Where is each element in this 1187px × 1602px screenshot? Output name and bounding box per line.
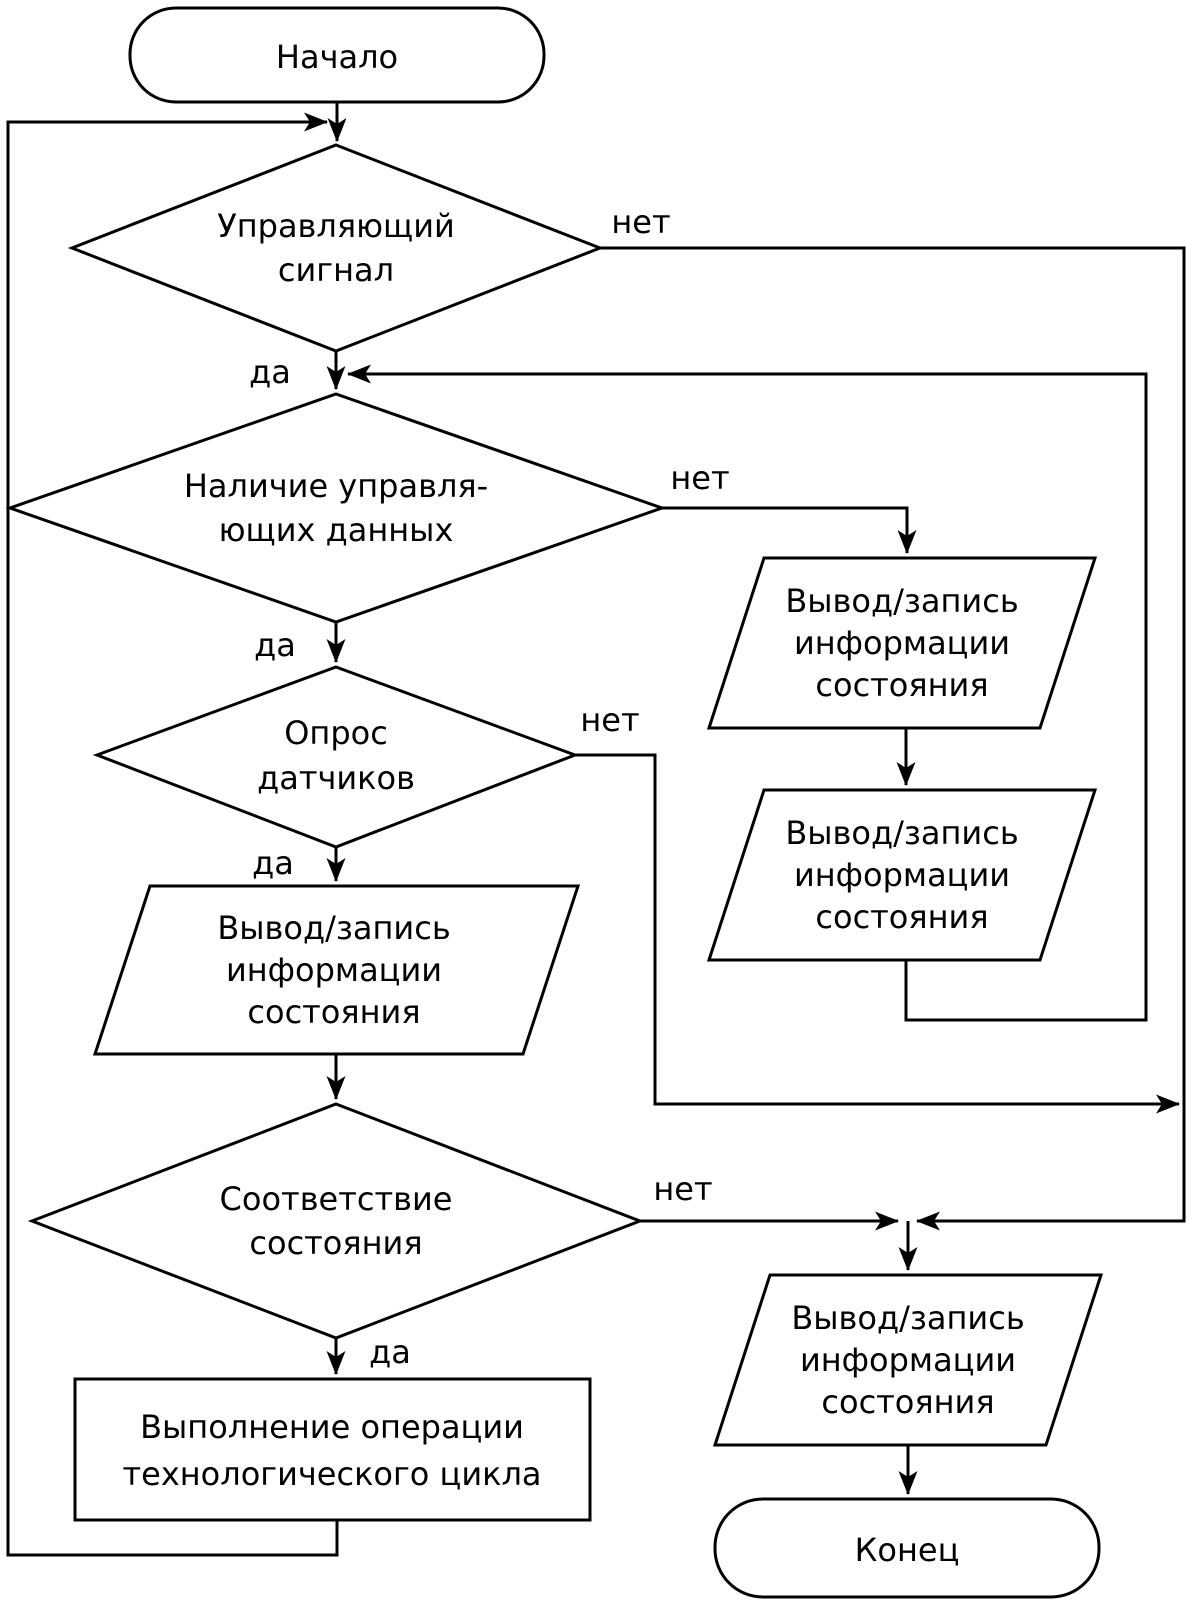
label-d3-yes: да <box>252 844 294 882</box>
node-io-bottom: Вывод/запись информации состояния <box>712 1273 1104 1447</box>
label-d1-yes: да <box>249 353 291 391</box>
decision-3-shape <box>92 665 580 849</box>
decision-1-line-2: сигнал <box>278 251 394 289</box>
node-io-right-1: Вывод/запись информации состояния <box>706 556 1098 730</box>
node-start: Начало <box>128 6 546 104</box>
process-line-1: Выполнение операции <box>140 1408 524 1446</box>
edge-d2-no-to-io-right1 <box>662 506 917 554</box>
decision-2-line-1: Наличие управля- <box>184 467 488 505</box>
io-bottom-line-2: информации <box>800 1341 1016 1379</box>
io-left-shape <box>92 884 581 1056</box>
terminator-end-label: Конец <box>855 1531 960 1569</box>
terminator-start-label: Начало <box>276 38 398 76</box>
node-decision-control-signal: Управляющий сигнал <box>67 143 605 353</box>
label-d2-no: нет <box>670 459 729 497</box>
node-process-tech-cycle: Выполнение операции технологического цик… <box>73 1377 592 1522</box>
process-shape <box>73 1377 592 1522</box>
process-line-2: технологического цикла <box>122 1455 541 1493</box>
edge-process-loop-to-top <box>6 112 339 1557</box>
decision-3-line-1: Опрос <box>284 714 388 752</box>
io-left-line-2: информации <box>226 951 442 989</box>
node-decision-state-conformity: Соответствие состояния <box>27 1102 645 1340</box>
node-decision-sensor-polling: Опрос датчиков <box>92 665 580 849</box>
io-right-2-line-2: информации <box>794 856 1010 894</box>
label-d4-no: нет <box>653 1170 712 1208</box>
io-right-1-line-3: состояния <box>815 666 988 704</box>
decision-3-line-2: датчиков <box>257 759 415 797</box>
io-right-1-line-1: Вывод/запись <box>785 582 1018 620</box>
decision-2-shape <box>5 392 667 624</box>
edge-d1-no-rail <box>600 246 1186 1231</box>
edge-d3-no-to-rail <box>575 753 1180 1114</box>
label-d4-yes: да <box>369 1333 411 1371</box>
decision-4-line-2: состояния <box>249 1224 422 1262</box>
terminator-end-shape <box>713 1497 1101 1599</box>
io-left-line-3: состояния <box>247 993 420 1031</box>
node-io-right-2: Вывод/запись информации состояния <box>706 788 1098 962</box>
io-bottom-line-1: Вывод/запись <box>791 1299 1024 1337</box>
decision-2-line-2: ющих данных <box>219 511 454 549</box>
node-decision-control-data: Наличие управля- ющих данных <box>5 392 667 624</box>
label-d3-no: нет <box>580 701 639 739</box>
edge-io-right2-feedback-to-d2 <box>347 364 1148 1022</box>
decision-1-line-1: Управляющий <box>217 207 455 245</box>
decision-4-shape <box>27 1102 645 1340</box>
io-right-1-line-2: информации <box>794 624 1010 662</box>
io-right-2-line-1: Вывод/запись <box>785 814 1018 852</box>
io-right-1-shape <box>706 556 1098 730</box>
io-left-line-1: Вывод/запись <box>217 909 450 947</box>
node-io-left: Вывод/запись информации состояния <box>92 884 581 1056</box>
label-d1-no: нет <box>611 203 670 241</box>
io-bottom-shape <box>712 1273 1104 1447</box>
io-bottom-line-3: состояния <box>821 1383 994 1421</box>
decision-4-line-1: Соответствие <box>220 1180 453 1218</box>
decision-1-shape <box>67 143 605 353</box>
io-right-2-line-3: состояния <box>815 898 988 936</box>
node-end: Конец <box>713 1497 1101 1599</box>
label-d2-yes: да <box>254 626 296 664</box>
terminator-start-shape <box>128 6 546 104</box>
io-right-2-shape <box>706 788 1098 962</box>
